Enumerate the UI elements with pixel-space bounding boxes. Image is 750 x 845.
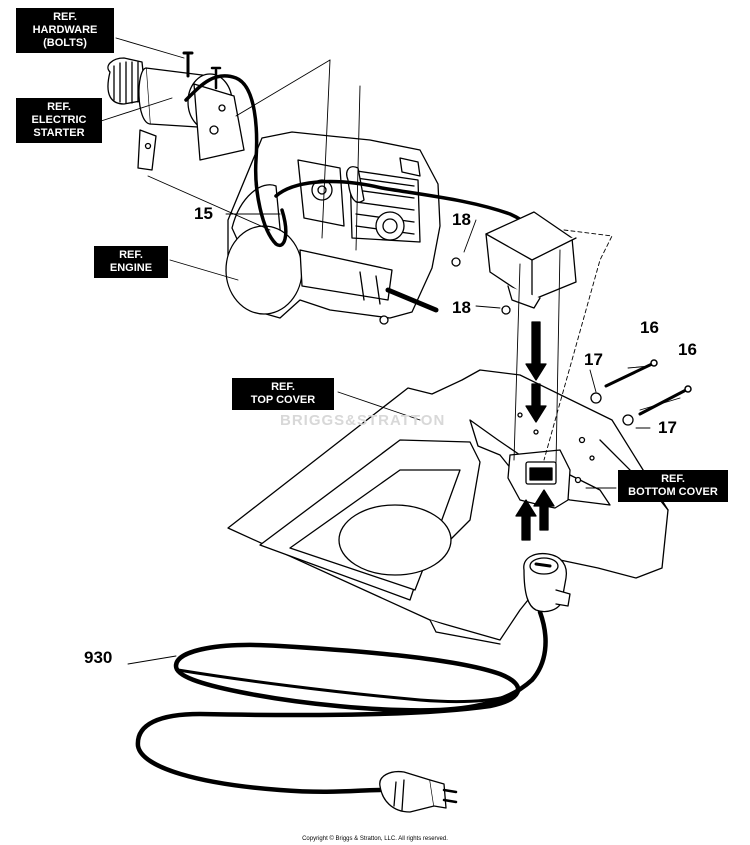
ref-top-cover-line-1: REF. <box>271 381 295 393</box>
cord-connector <box>523 552 571 613</box>
copyright-notice: Copyright © Briggs & Stratton, LLC. All … <box>302 836 448 842</box>
engine <box>225 131 441 325</box>
part-number-15: 15 <box>194 204 213 223</box>
ref-starter-line-2: ELECTRIC <box>31 114 87 126</box>
ref-bottom-cover-line-1: REF. <box>661 473 685 485</box>
ref-hardware-line-2: HARDWARE <box>32 24 98 36</box>
wall-plug <box>379 770 458 813</box>
part-number-17-bottom: 17 <box>658 418 677 437</box>
ref-top-cover-label: REF. TOP COVER <box>232 378 334 410</box>
ref-bottom-cover-line-2: BOTTOM COVER <box>628 486 718 498</box>
ref-starter-label: REF. ELECTRIC STARTER <box>16 98 102 143</box>
ref-starter-line-3: STARTER <box>33 127 85 139</box>
mounting-bolts <box>604 359 692 416</box>
ref-hardware-line-1: REF. <box>53 11 77 23</box>
receptacle-housing <box>507 412 595 509</box>
ref-hardware-line-3: (BOLTS) <box>43 37 87 49</box>
ref-bottom-cover-label: REF. BOTTOM COVER <box>618 470 728 502</box>
switch-box <box>451 211 634 426</box>
part-number-18-bottom: 18 <box>452 298 471 317</box>
part-number-16-left: 16 <box>640 318 659 337</box>
assembly-arrows <box>515 321 555 541</box>
ref-starter-line-1: REF. <box>47 101 71 113</box>
part-number-930: 930 <box>84 648 113 667</box>
ref-engine-label: REF. ENGINE <box>94 246 168 278</box>
part-number-18-top: 18 <box>452 210 471 229</box>
leader-lines <box>97 37 681 665</box>
ref-top-cover-line-2: TOP COVER <box>250 394 316 406</box>
ref-hardware-label: REF. HARDWARE (BOLTS) <box>16 8 114 53</box>
ref-engine-line-1: REF. <box>119 249 143 261</box>
part-number-16-right: 16 <box>678 340 697 359</box>
power-cord <box>135 609 548 795</box>
part-number-17-top: 17 <box>584 350 603 369</box>
ref-engine-line-2: ENGINE <box>109 262 153 274</box>
electric-starter <box>107 51 245 171</box>
watermark: BRIGGS&STRATTON <box>280 412 446 429</box>
